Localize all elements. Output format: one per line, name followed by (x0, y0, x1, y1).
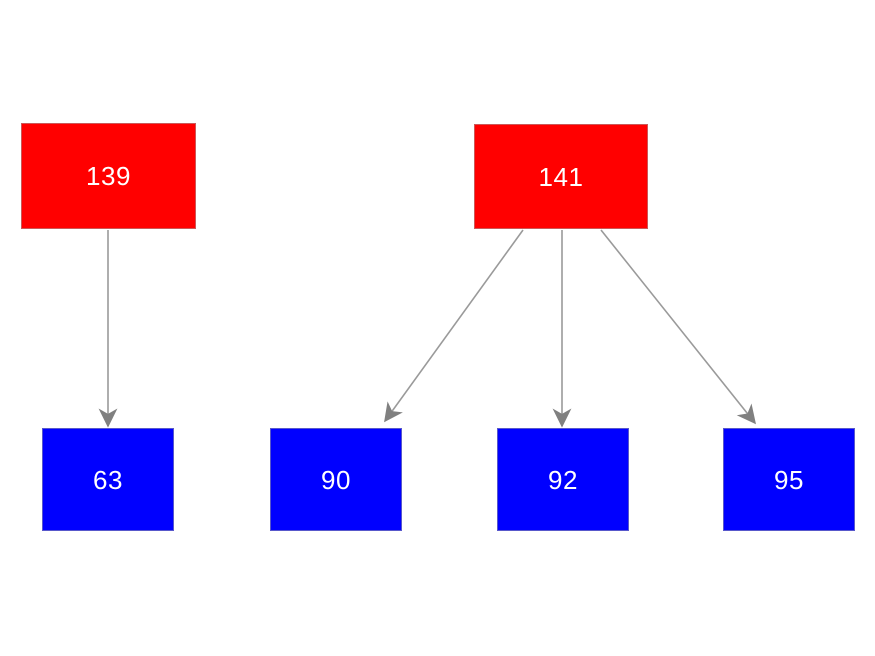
edge-group (98, 229, 756, 428)
graph-node-95[interactable]: 95 (723, 428, 855, 531)
node-label: 92 (548, 464, 578, 495)
graph-node-141[interactable]: 141 (474, 124, 648, 229)
node-label: 139 (86, 161, 131, 191)
node-label: 141 (538, 161, 584, 192)
graph-edge-n141-to-n95 (600, 229, 756, 425)
graph-node-63[interactable]: 63 (42, 428, 174, 531)
graph-node-139[interactable]: 139 (21, 123, 196, 229)
node-label: 63 (93, 464, 123, 495)
node-label: 95 (774, 464, 804, 495)
graph-node-90[interactable]: 90 (270, 428, 402, 531)
graph-node-92[interactable]: 92 (497, 428, 629, 531)
node-label: 90 (321, 464, 351, 495)
graph-edge-n141-to-n90 (384, 229, 524, 423)
